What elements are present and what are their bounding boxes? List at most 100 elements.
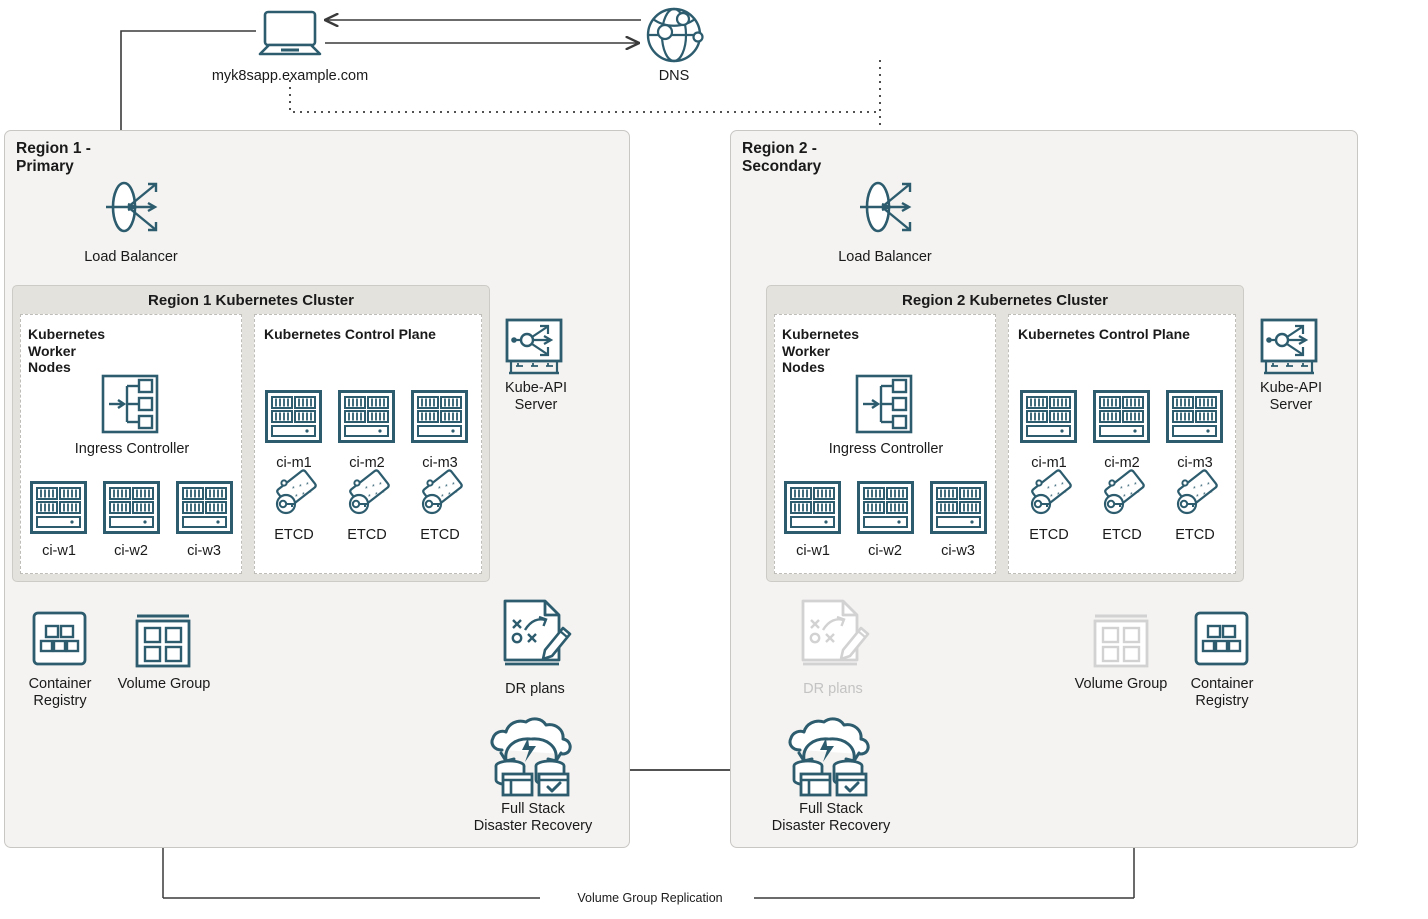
svg-text:*: * [1064,490,1067,497]
svg-text:*: * [1057,492,1060,499]
region-2-control-node-label: ci-m1 [1031,455,1067,471]
region-2-volume-group-label: Volume Group [1074,676,1168,692]
volume-group-replication-label: Volume Group Replication [546,890,754,906]
region-1-control-node-label: ci-m2 [349,455,385,471]
svg-text:*: * [1054,484,1057,491]
kube-api-server-icon [1260,318,1318,380]
etcd-key-tag-icon: *** *** [1025,469,1073,520]
region-1-fsdr-label: Full Stack Disaster Recovery [473,801,593,834]
svg-text:*: * [299,484,302,491]
etcd-key-tag-icon: *** *** [270,469,318,520]
server-icon [1093,390,1150,443]
region-2-worker-panel-title: Kubernetes Worker Nodes [782,326,860,376]
region-1-control-plane-panel [254,314,482,574]
load-balancer-icon [104,176,166,238]
region-1-etcd-label: ETCD [420,527,460,543]
region-1-load-balancer-label: Load Balancer [84,249,178,265]
region-1-worker-node-label: ci-w2 [114,543,148,559]
server-icon [103,481,160,534]
full-stack-dr-icon [782,716,878,798]
region-2-fsdr-label: Full Stack Disaster Recovery [771,801,891,834]
svg-text:*: * [365,486,368,493]
svg-text:*: * [1200,484,1203,491]
svg-text:*: * [441,494,444,501]
volume-group-icon [134,612,192,668]
svg-text:*: * [375,492,378,499]
region-2-container-registry-label: Container Registry [1190,676,1254,709]
svg-text:*: * [1130,492,1133,499]
region-2-load-balancer-label: Load Balancer [838,249,932,265]
region-1-etcd-label: ETCD [347,527,387,543]
svg-text:*: * [372,484,375,491]
region-2-worker-node-label: ci-w3 [941,543,975,559]
dns-label: DNS [658,68,690,84]
region-1-volume-group-label: Volume Group [117,676,211,692]
region-2-control-plane-panel [1008,314,1236,574]
region-2-title: Region 2 - Secondary [742,140,822,176]
svg-text:*: * [1120,486,1123,493]
svg-text:*: * [452,482,455,489]
region-2-etcd-label: ETCD [1029,527,1069,543]
svg-text:*: * [1127,484,1130,491]
region-1-container-registry-label: Container Registry [28,676,92,709]
container-registry-icon [1194,611,1249,666]
region-2-worker-node-label: ci-w1 [796,543,830,559]
region-2-kube-api-label: Kube-API Server [1259,380,1323,413]
svg-text:*: * [448,492,451,499]
svg-text:*: * [302,492,305,499]
region-1-cluster-title: Region 1 Kubernetes Cluster [148,292,354,309]
volume-group-icon [1092,612,1150,668]
svg-text:*: * [292,486,295,493]
svg-text:*: * [1061,482,1064,489]
region-1-dr-plans-label: DR plans [505,681,565,697]
svg-text:*: * [382,490,385,497]
server-icon [411,390,468,443]
svg-text:*: * [1203,492,1206,499]
container-registry-icon [32,611,87,666]
server-icon [1166,390,1223,443]
region-1-title: Region 1 - Primary [16,140,91,176]
kube-api-server-icon [505,318,563,380]
etcd-key-tag-icon: *** *** [1098,469,1146,520]
etcd-key-tag-icon: *** *** [1171,469,1219,520]
region-2-control-plane-title: Kubernetes Control Plane [1018,326,1190,342]
svg-text:*: * [379,482,382,489]
svg-text:*: * [1123,494,1126,501]
ingress-controller-icon [101,374,161,436]
region-1-kube-api-label: Kube-API Server [504,380,568,413]
svg-text:*: * [1193,486,1196,493]
server-icon [176,481,233,534]
region-1-worker-node-label: ci-w1 [42,543,76,559]
region-2-ingress-label: Ingress Controller [828,441,944,457]
svg-text:*: * [295,494,298,501]
region-2-cluster-title: Region 2 Kubernetes Cluster [902,292,1108,309]
svg-text:*: * [455,490,458,497]
svg-text:*: * [1210,490,1213,497]
svg-text:*: * [306,482,309,489]
region-2-etcd-label: ETCD [1175,527,1215,543]
dr-plans-icon [497,598,575,670]
svg-text:*: * [1137,490,1140,497]
globe-network-icon [643,6,705,64]
region-2-control-node-label: ci-m3 [1177,455,1213,471]
server-icon [930,481,987,534]
svg-text:*: * [445,484,448,491]
region-2-control-node-label: ci-m2 [1104,455,1140,471]
svg-text:*: * [309,490,312,497]
client-domain-label: myk8sapp.example.com [211,68,369,84]
svg-text:*: * [1134,482,1137,489]
etcd-key-tag-icon: *** *** [343,469,391,520]
server-icon [784,481,841,534]
region-1-ingress-label: Ingress Controller [74,441,190,457]
server-icon [338,390,395,443]
region-1-control-node-label: ci-m3 [422,455,458,471]
svg-text:*: * [368,494,371,501]
region-2-dr-plans-label: DR plans [803,681,863,697]
region-1-control-node-label: ci-m1 [276,455,312,471]
region-1-worker-node-label: ci-w3 [187,543,221,559]
region-2-etcd-label: ETCD [1102,527,1142,543]
svg-text:*: * [1196,494,1199,501]
svg-text:*: * [438,486,441,493]
full-stack-dr-icon [484,716,580,798]
